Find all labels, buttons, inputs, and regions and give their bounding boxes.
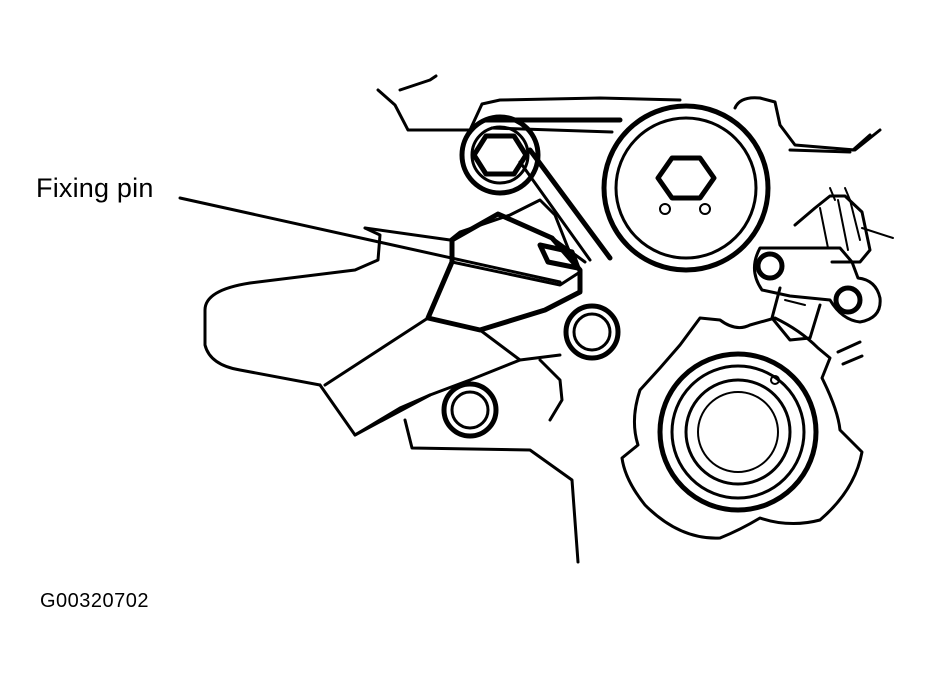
sensor-bracket [753,246,882,342]
fixing-pin-callout-label: Fixing pin [36,173,154,203]
engine-housing-outline [376,74,882,154]
fixing-pin [537,238,587,271]
upper-bolt-pulley [459,114,541,196]
tensioner-bracket [203,198,583,437]
crankshaft-sprocket [620,316,864,540]
callout-leader-line [178,196,562,284]
lower-bolt [441,381,499,439]
tensioner-bolt [563,303,621,361]
large-idler-pulley [601,103,771,273]
figure-id-label: G00320702 [40,590,150,612]
lower-housing-outline [403,358,580,564]
sensor-connector [793,187,894,264]
